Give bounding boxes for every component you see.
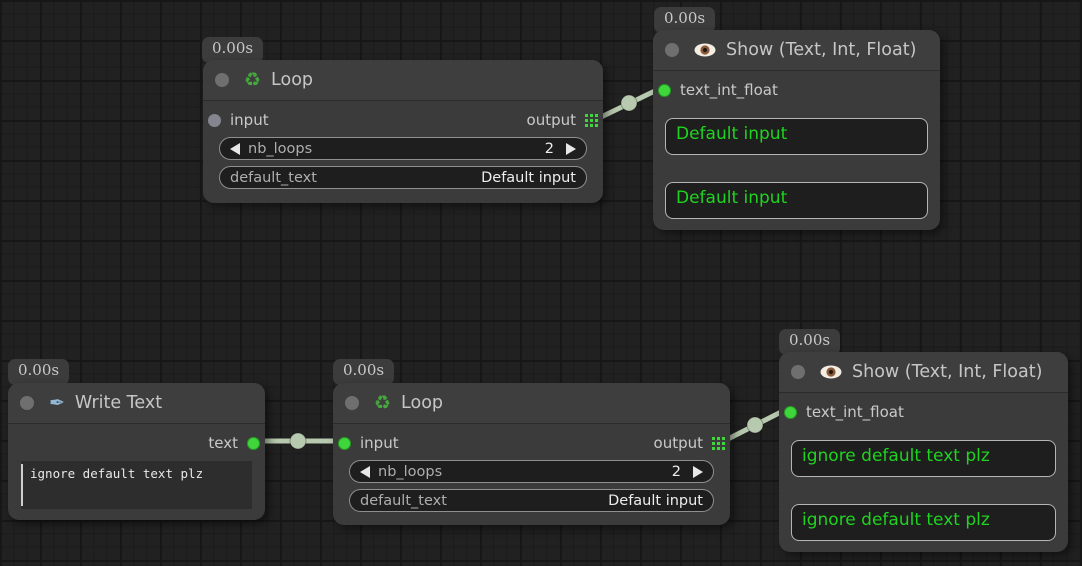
node-title: Loop: [401, 393, 444, 413]
timer-badge: 0.00s: [654, 7, 716, 33]
timer-badge: 0.00s: [333, 359, 395, 385]
default-text-field[interactable]: default_text Default input: [219, 166, 587, 189]
wire-midpoint-handle: [620, 94, 638, 112]
text-input-area[interactable]: ignore default text plz: [21, 461, 252, 509]
default-text-field[interactable]: default_text Default input: [349, 489, 714, 512]
node-titlebar[interactable]: ♻ Loop: [333, 383, 730, 424]
field-value[interactable]: 2: [544, 140, 554, 157]
input-port[interactable]: [338, 436, 351, 450]
output-port-label: text: [208, 434, 238, 452]
input-port-label: input: [230, 111, 269, 129]
node-title: Loop: [271, 70, 314, 90]
field-value[interactable]: Default input: [481, 169, 576, 186]
eye-icon: [694, 43, 716, 57]
wire-write-text-to-loop-bottom[interactable]: [251, 432, 345, 450]
output-display-1: ignore default text plz: [791, 440, 1056, 477]
node-loop-top[interactable]: ♻ Loop input output nb_loops 2 default_t…: [203, 60, 603, 203]
node-title: Show (Text, Int, Float): [726, 40, 917, 60]
field-value[interactable]: Default input: [608, 492, 703, 509]
node-title: Show (Text, Int, Float): [852, 362, 1043, 382]
timer-badge: 0.00s: [8, 359, 70, 385]
input-port-label: text_int_float: [806, 403, 904, 421]
node-titlebar[interactable]: Show (Text, Int, Float): [653, 30, 940, 71]
pen-icon: ✒: [49, 391, 65, 414]
node-show-top[interactable]: Show (Text, Int, Float) text_int_float D…: [653, 30, 940, 230]
decrement-arrow-icon[interactable]: [230, 142, 240, 155]
output-port-grid-icon[interactable]: [585, 113, 598, 127]
nb-loops-stepper[interactable]: nb_loops 2: [349, 460, 714, 483]
text-cursor: [21, 464, 23, 506]
status-dot-icon: [20, 396, 34, 410]
status-dot-icon: [791, 365, 805, 379]
recycle-icon: ♻: [244, 68, 262, 91]
input-port[interactable]: [208, 113, 221, 127]
node-titlebar[interactable]: Show (Text, Int, Float): [779, 352, 1068, 393]
node-loop-bottom[interactable]: ♻ Loop input output nb_loops 2 default_t…: [333, 383, 730, 525]
wire-midpoint-handle: [746, 416, 764, 434]
field-label: default_text: [230, 169, 317, 186]
wire-loop-bottom-to-show-bottom[interactable]: [720, 405, 791, 445]
node-titlebar[interactable]: ♻ Loop: [203, 60, 603, 101]
text-input[interactable]: ignore default text plz: [21, 461, 252, 509]
output-port[interactable]: [247, 436, 260, 450]
increment-arrow-icon[interactable]: [693, 465, 703, 478]
field-label: nb_loops: [248, 140, 313, 157]
status-dot-icon: [345, 396, 359, 410]
wire-midpoint-handle: [289, 432, 307, 450]
output-display-2: Default input: [665, 182, 928, 219]
output-port-label: output: [526, 111, 576, 129]
node-title: Write Text: [74, 393, 163, 413]
timer-badge: 0.00s: [779, 329, 841, 355]
output-display-2: ignore default text plz: [791, 504, 1056, 541]
input-port-label: text_int_float: [680, 81, 778, 99]
field-label: default_text: [360, 492, 447, 509]
status-dot-icon: [665, 43, 679, 57]
input-port[interactable]: [658, 83, 671, 97]
status-dot-icon: [215, 73, 229, 87]
nb-loops-stepper[interactable]: nb_loops 2: [219, 137, 587, 160]
field-label: nb_loops: [378, 463, 443, 480]
input-port[interactable]: [784, 405, 797, 419]
output-display-1: Default input: [665, 118, 928, 155]
increment-arrow-icon[interactable]: [566, 142, 576, 155]
node-show-bottom[interactable]: Show (Text, Int, Float) text_int_float i…: [779, 352, 1068, 552]
recycle-icon: ♻: [374, 391, 392, 414]
wire-loop-top-to-show-top[interactable]: [593, 84, 665, 123]
output-port-label: output: [653, 434, 703, 452]
eye-icon: [820, 365, 842, 379]
decrement-arrow-icon[interactable]: [360, 465, 370, 478]
node-titlebar[interactable]: ✒ Write Text: [8, 383, 265, 424]
timer-badge: 0.00s: [202, 37, 264, 63]
field-value[interactable]: 2: [671, 463, 681, 480]
node-write-text[interactable]: ✒ Write Text text ignore default text pl…: [8, 383, 265, 520]
output-port-grid-icon[interactable]: [712, 436, 725, 450]
input-port-label: input: [360, 434, 399, 452]
